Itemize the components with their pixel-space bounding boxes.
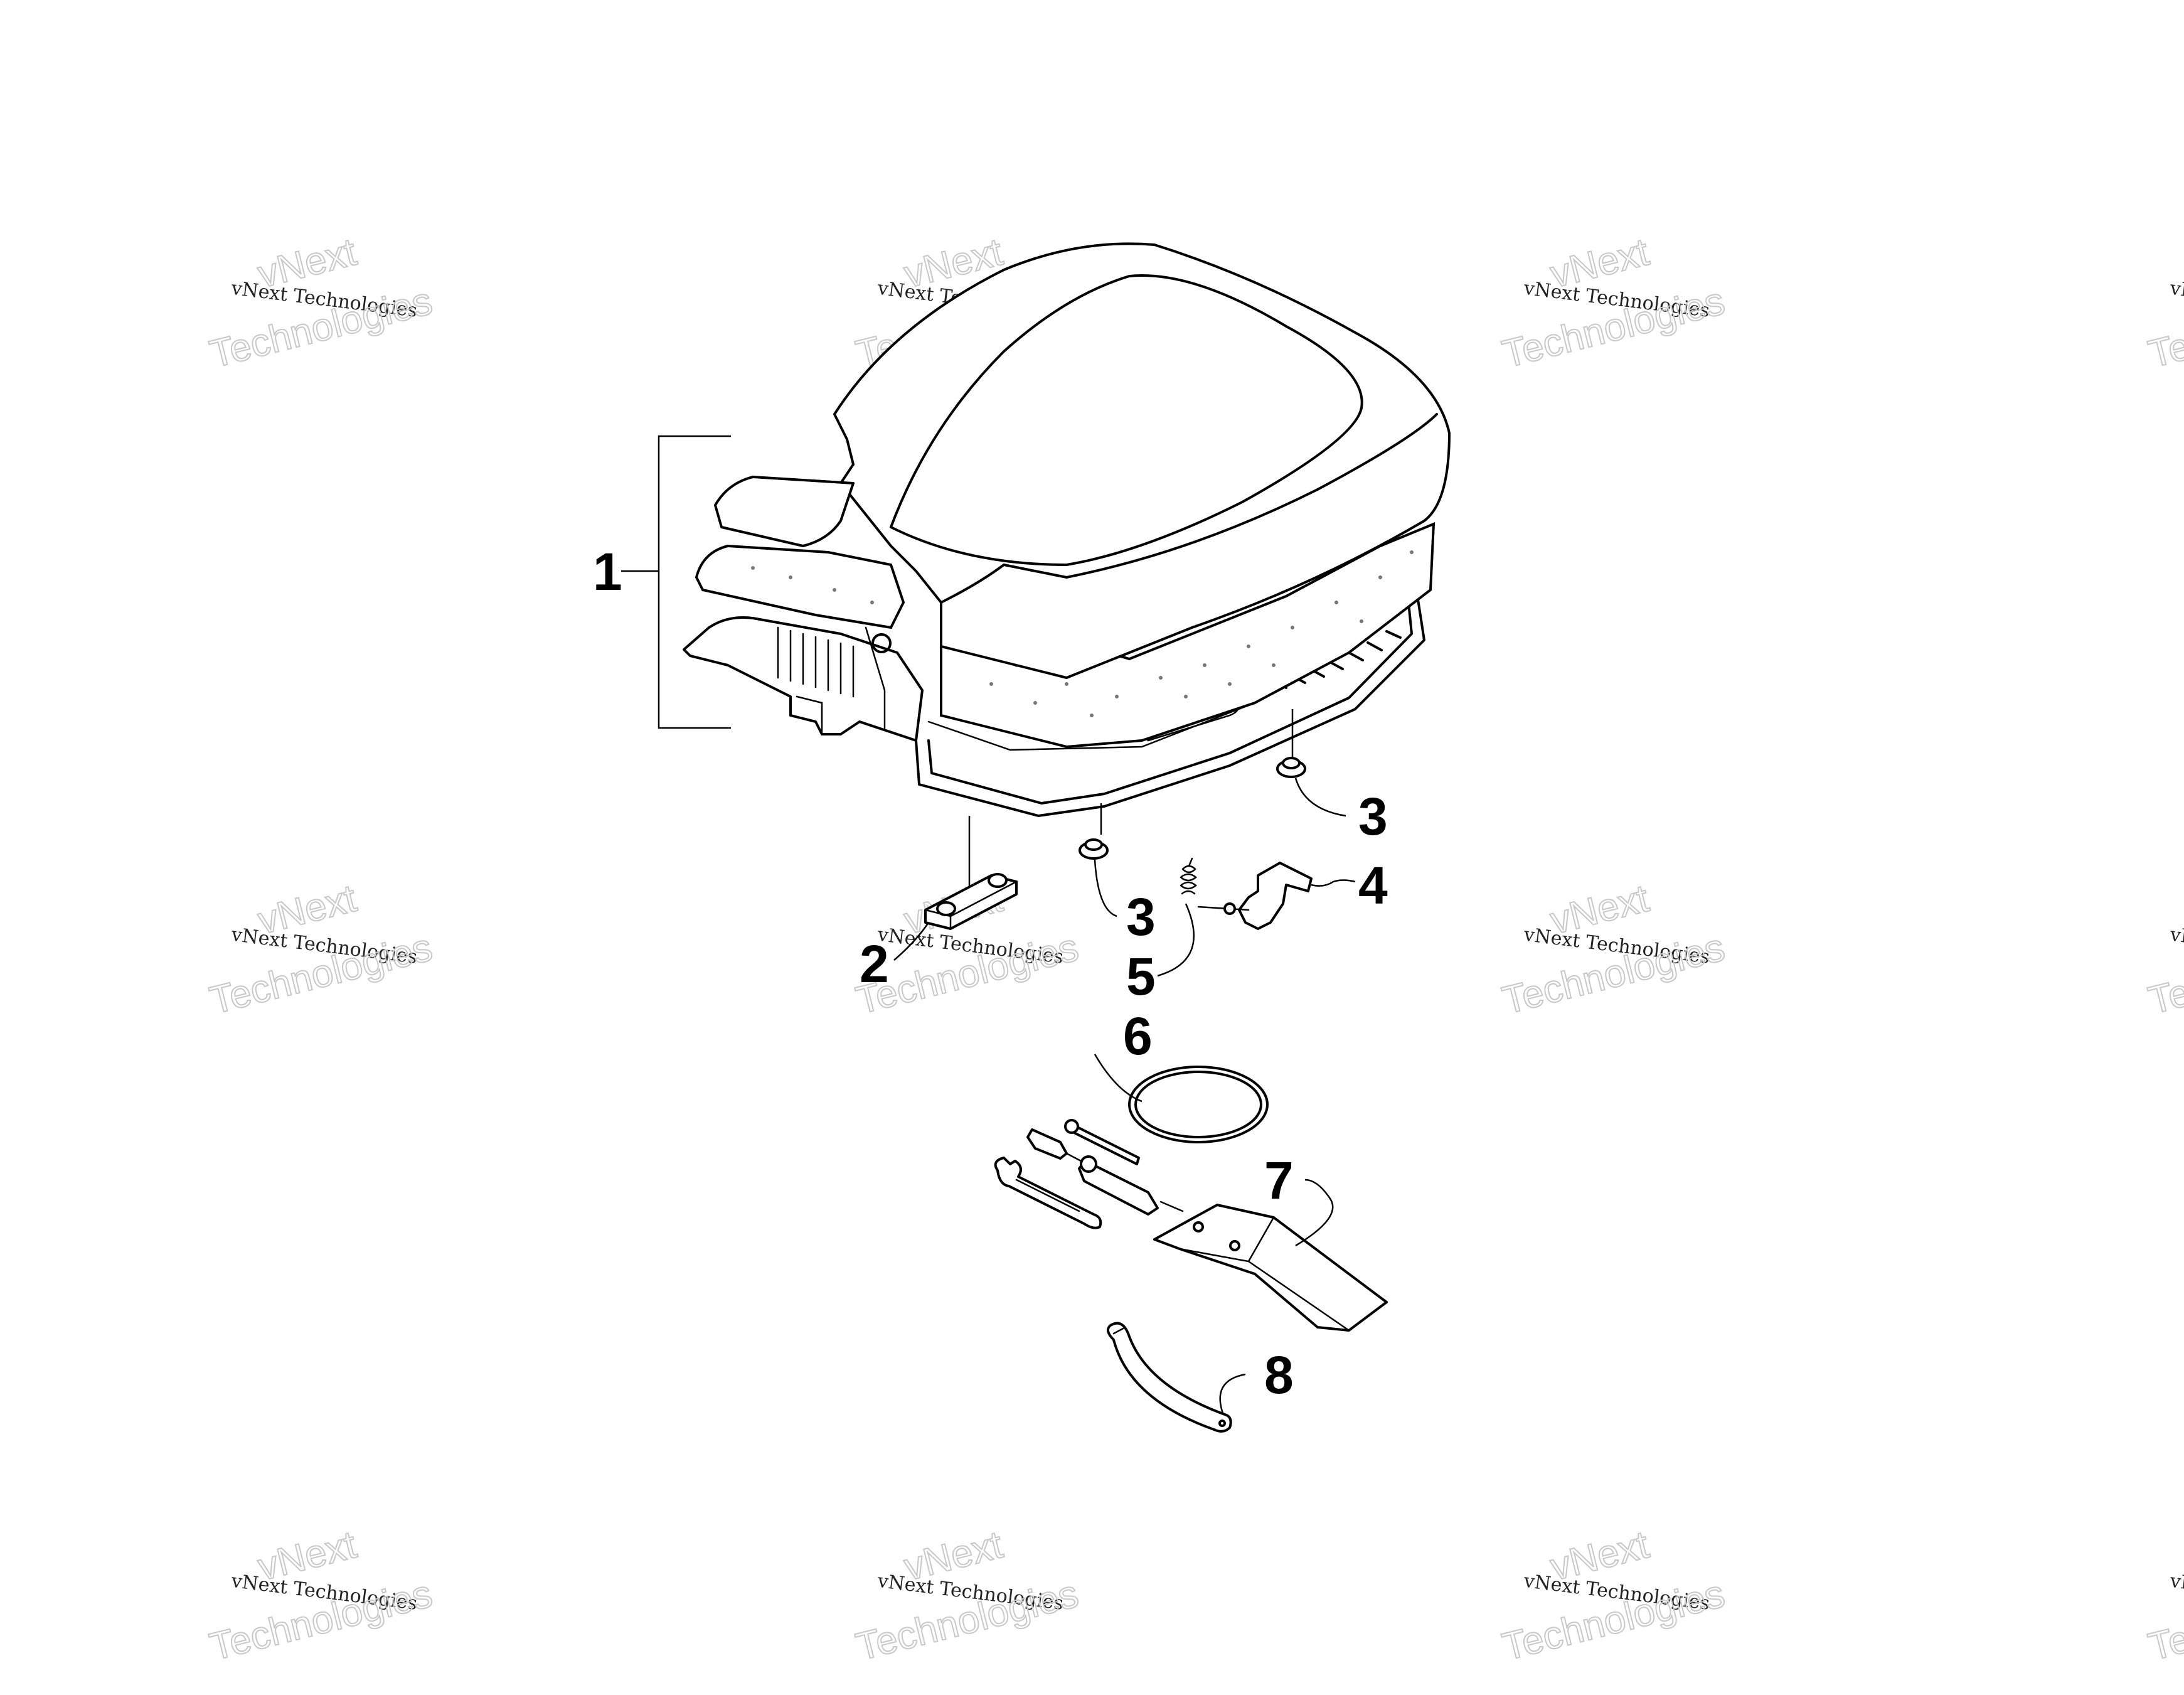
seat-cover-panel (890, 274, 1363, 566)
watermark: vNext vNext Technologies Technologies (1498, 230, 1730, 377)
watermark: vNext vNext Technologies Technologies (851, 1522, 1084, 1670)
watermark: vNext vNext Technologies Technologies (2144, 1570, 2184, 1670)
watermark: vNext vNext Technologies Technologies (1498, 1522, 1730, 1670)
callout-5: 5 (1126, 947, 1156, 1006)
callout-8: 8 (1264, 1345, 1294, 1404)
leader-8 (1219, 1373, 1246, 1416)
tool-spark-plug-socket (1078, 1160, 1159, 1216)
seat-base-pan-inner (927, 601, 1413, 805)
tool-link-dash (1159, 1200, 1184, 1212)
grommet-b (1079, 803, 1117, 917)
latch-plate-bump (936, 901, 956, 916)
tool-screwdriver (1026, 1128, 1068, 1160)
callout-1-bracket (621, 435, 731, 729)
watermark: vNext vNext Technologies Technologies (2144, 277, 2184, 377)
o-ring-outer (1128, 1066, 1269, 1143)
seat-cover (833, 242, 1451, 679)
watermark: vNext vNext Technologies Technologies (205, 1522, 437, 1670)
seat-latch (1197, 862, 1356, 930)
spanner-wrench (1107, 1322, 1246, 1433)
watermark-small: vNext Technologies (2168, 1570, 2184, 1615)
callout-7: 7 (1264, 1151, 1294, 1210)
watermark: vNext vNext Technologies Technologies (1498, 876, 1730, 1024)
callout-4: 4 (1358, 856, 1388, 915)
seat-base-pan (915, 589, 1425, 817)
spanner-body (1107, 1322, 1232, 1433)
watermark-small: vNext Technologies (2168, 277, 2184, 322)
spring-coil (1180, 857, 1197, 895)
seat-assembly (621, 242, 1451, 817)
seat-cover-seam (940, 413, 1438, 641)
grommet-a (1276, 709, 1346, 817)
tool-wrench (994, 1157, 1102, 1229)
leader-7 (1295, 1179, 1334, 1247)
seat-base-ribs (777, 626, 886, 735)
latch-plate (893, 816, 1018, 961)
callout-3-right: 3 (1358, 787, 1388, 846)
watermark: vNext vNext Technologies Technologies (205, 876, 437, 1024)
leader-3a (1294, 778, 1346, 817)
latch-plate-bump (988, 873, 1008, 888)
tool-pouch-snap (1193, 1221, 1204, 1232)
latch-bracket (1238, 862, 1313, 930)
o-ring-inner (1134, 1071, 1262, 1138)
seat-foam-front-flap (695, 544, 905, 629)
leader-4 (1311, 879, 1356, 887)
callout-2: 2 (860, 934, 889, 993)
callout-3-left: 3 (1126, 887, 1156, 946)
tool-pouch-snap (1229, 1240, 1240, 1251)
watermark: vNext vNext Technologies Technologies (2144, 924, 2184, 1024)
seat-base-hole (871, 633, 892, 653)
leader-3b (1094, 859, 1117, 917)
seat-cover-front-flap (714, 476, 855, 547)
watermark-small: vNext Technologies (2168, 924, 2184, 968)
callout-6: 6 (1123, 1007, 1153, 1066)
tool-kit (994, 1119, 1388, 1332)
latch-spring (1157, 857, 1197, 977)
leader-6 (1094, 1054, 1143, 1103)
o-ring (1094, 1054, 1269, 1143)
watermark: vNext vNext Technologies Technologies (205, 230, 437, 377)
foam-texture (977, 550, 1414, 717)
callout-1: 1 (593, 542, 622, 601)
callout-labels: 1 2 3 3 4 5 6 7 8 (593, 542, 1388, 1404)
leader-2 (893, 922, 930, 961)
leader-5 (1157, 903, 1195, 977)
